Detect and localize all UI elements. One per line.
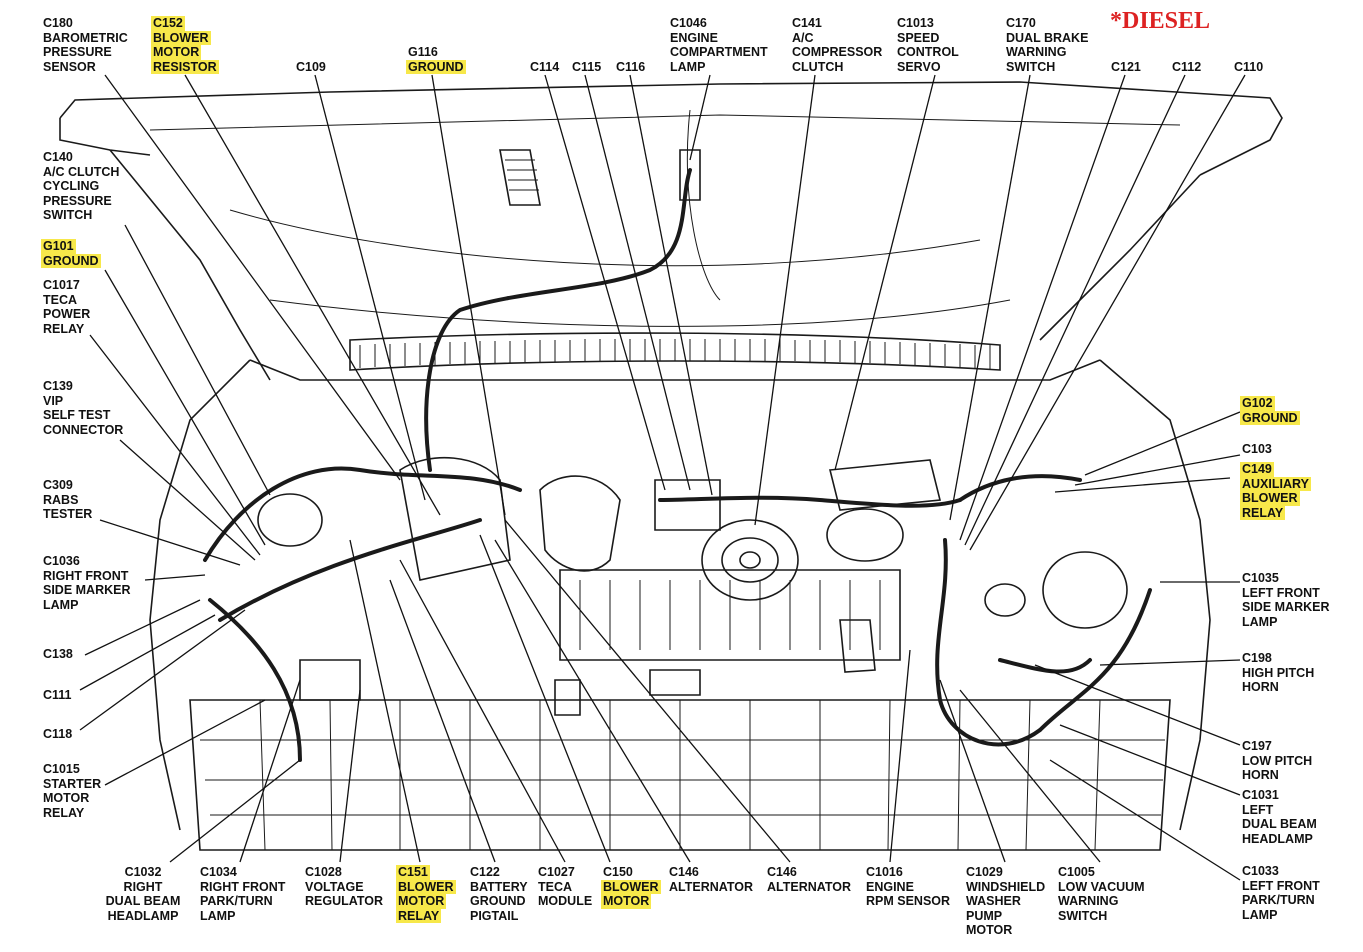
- label-c114: C114: [530, 60, 560, 74]
- label-c109: C109: [296, 60, 326, 74]
- label-c103: C103: [1242, 442, 1272, 456]
- engine-components: [257, 456, 1128, 716]
- front-grille: [189, 569, 1171, 851]
- label-c111: C111: [43, 688, 72, 702]
- leader-lines: [79, 74, 1246, 881]
- diesel-note: *DIESEL: [1110, 8, 1211, 34]
- label-c138: C138: [43, 647, 73, 661]
- hood-lamp-assembly: [499, 149, 701, 206]
- label-c118: C118: [43, 727, 73, 741]
- label-c110: C110: [1234, 60, 1264, 74]
- label-c112: C112: [1172, 60, 1202, 74]
- label-c116: C116: [616, 60, 646, 74]
- label-c115: C115: [572, 60, 602, 74]
- cowl-vent: [349, 332, 1001, 371]
- wiring-harness: [203, 168, 1152, 762]
- label-c121: C121: [1111, 60, 1141, 74]
- hood-outline: [59, 81, 1283, 381]
- fender-outlines: [149, 359, 1211, 831]
